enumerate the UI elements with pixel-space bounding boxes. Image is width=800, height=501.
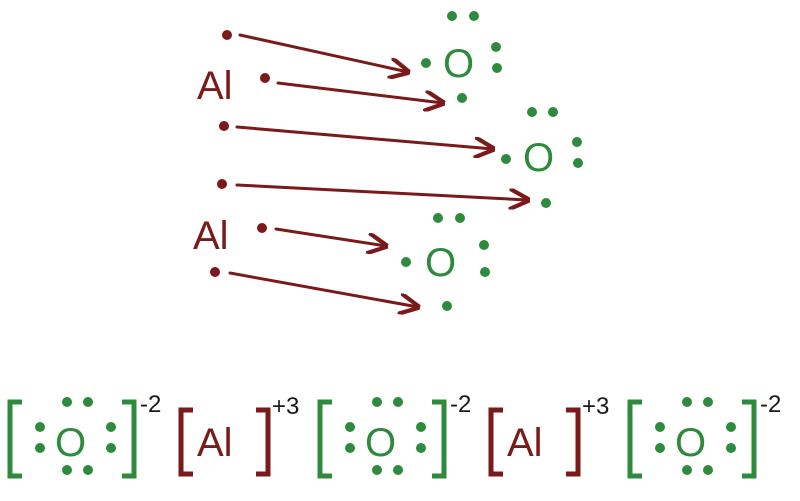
o3-electron: [433, 213, 443, 223]
oxide-electron: [393, 465, 403, 475]
oxide-electron: [106, 422, 116, 432]
al2-electron-2: [257, 223, 267, 233]
left-bracket: [488, 407, 503, 477]
left-bracket: [7, 399, 22, 479]
ion-charge: +3: [582, 393, 609, 420]
transfer-arrow: [235, 125, 493, 149]
o2-electron: [527, 107, 537, 117]
left-bracket: [178, 407, 193, 477]
o1-electron: [457, 93, 467, 103]
oxygen-symbol: O: [425, 241, 456, 285]
oxide-ion-2: O -2: [317, 391, 471, 479]
aluminum-symbol: Al: [193, 214, 229, 258]
oxide-electron: [703, 465, 713, 475]
ion-charge: -2: [760, 391, 781, 418]
oxide-electron: [83, 465, 93, 475]
oxygen-symbol: O: [55, 421, 86, 465]
right-bracket: [432, 399, 447, 479]
right-bracket: [566, 407, 581, 477]
oxide-electron: [106, 443, 116, 453]
oxide-electron: [62, 397, 72, 407]
o3-electron: [480, 267, 490, 277]
oxide-electron: [416, 422, 426, 432]
left-bracket: [317, 399, 332, 479]
ion-charge: -2: [450, 391, 471, 418]
transfer-arrow: [235, 183, 528, 200]
oxygen-atom-3: O: [401, 213, 490, 311]
o1-electron: [469, 11, 479, 21]
aluminum-symbol: Al: [507, 421, 543, 465]
o3-electron: [479, 240, 489, 250]
o3-electron: [401, 257, 411, 267]
o2-electron: [541, 198, 551, 208]
oxygen-symbol: O: [443, 42, 474, 86]
oxide-ion-3: O -2: [627, 391, 781, 479]
o3-electron: [455, 213, 465, 223]
oxide-electron: [372, 465, 382, 475]
o2-electron: [572, 137, 582, 147]
aluminum-atom-1: Al: [197, 30, 270, 131]
oxide-electron: [703, 397, 713, 407]
aluminum-symbol: Al: [197, 64, 233, 108]
transfer-arrow: [274, 227, 386, 246]
aluminum-ion-1: Al +3: [178, 393, 299, 477]
oxygen-symbol: O: [523, 136, 554, 180]
oxide-electron: [655, 443, 665, 453]
al1-electron-3: [219, 121, 229, 131]
oxide-electron: [726, 422, 736, 432]
o3-electron: [442, 301, 452, 311]
transfer-arrow: [238, 33, 408, 72]
o1-electron: [491, 42, 501, 52]
aluminum-ion-2: Al +3: [488, 393, 609, 477]
oxide-electron: [726, 443, 736, 453]
oxide-electron: [83, 397, 93, 407]
oxide-electron: [416, 443, 426, 453]
al1-electron-2: [260, 73, 270, 83]
ion-charge: +3: [272, 393, 299, 420]
o1-electron: [492, 63, 502, 73]
oxide-electron: [35, 422, 45, 432]
o2-electron: [501, 154, 511, 164]
al2-electron-1: [217, 179, 227, 189]
oxide-electron: [372, 397, 382, 407]
right-bracket: [742, 399, 757, 479]
aluminum-atom-2: Al: [193, 179, 267, 277]
al1-electron-1: [222, 30, 232, 40]
oxide-electron: [345, 443, 355, 453]
transfer-arrow: [276, 81, 443, 103]
right-bracket: [122, 399, 137, 479]
electron-transfer-arrows: [228, 33, 528, 307]
aluminum-symbol: Al: [197, 421, 233, 465]
transfer-arrow: [228, 271, 418, 307]
oxide-electron: [682, 465, 692, 475]
o2-electron: [548, 107, 558, 117]
right-bracket: [256, 407, 271, 477]
o2-electron: [573, 158, 583, 168]
o1-electron: [421, 58, 431, 68]
oxide-electron: [655, 422, 665, 432]
oxygen-atom-1: O: [421, 11, 502, 103]
left-bracket: [627, 399, 642, 479]
o1-electron: [447, 11, 457, 21]
oxide-electron: [35, 443, 45, 453]
al2-electron-3: [210, 267, 220, 277]
oxygen-atom-2: O: [501, 107, 583, 208]
oxygen-symbol: O: [365, 421, 396, 465]
oxide-electron: [682, 397, 692, 407]
oxide-ion-1: O -2: [7, 391, 161, 479]
oxygen-symbol: O: [675, 421, 706, 465]
oxide-electron: [393, 397, 403, 407]
ion-charge: -2: [140, 391, 161, 418]
oxide-electron: [345, 422, 355, 432]
oxide-electron: [62, 465, 72, 475]
